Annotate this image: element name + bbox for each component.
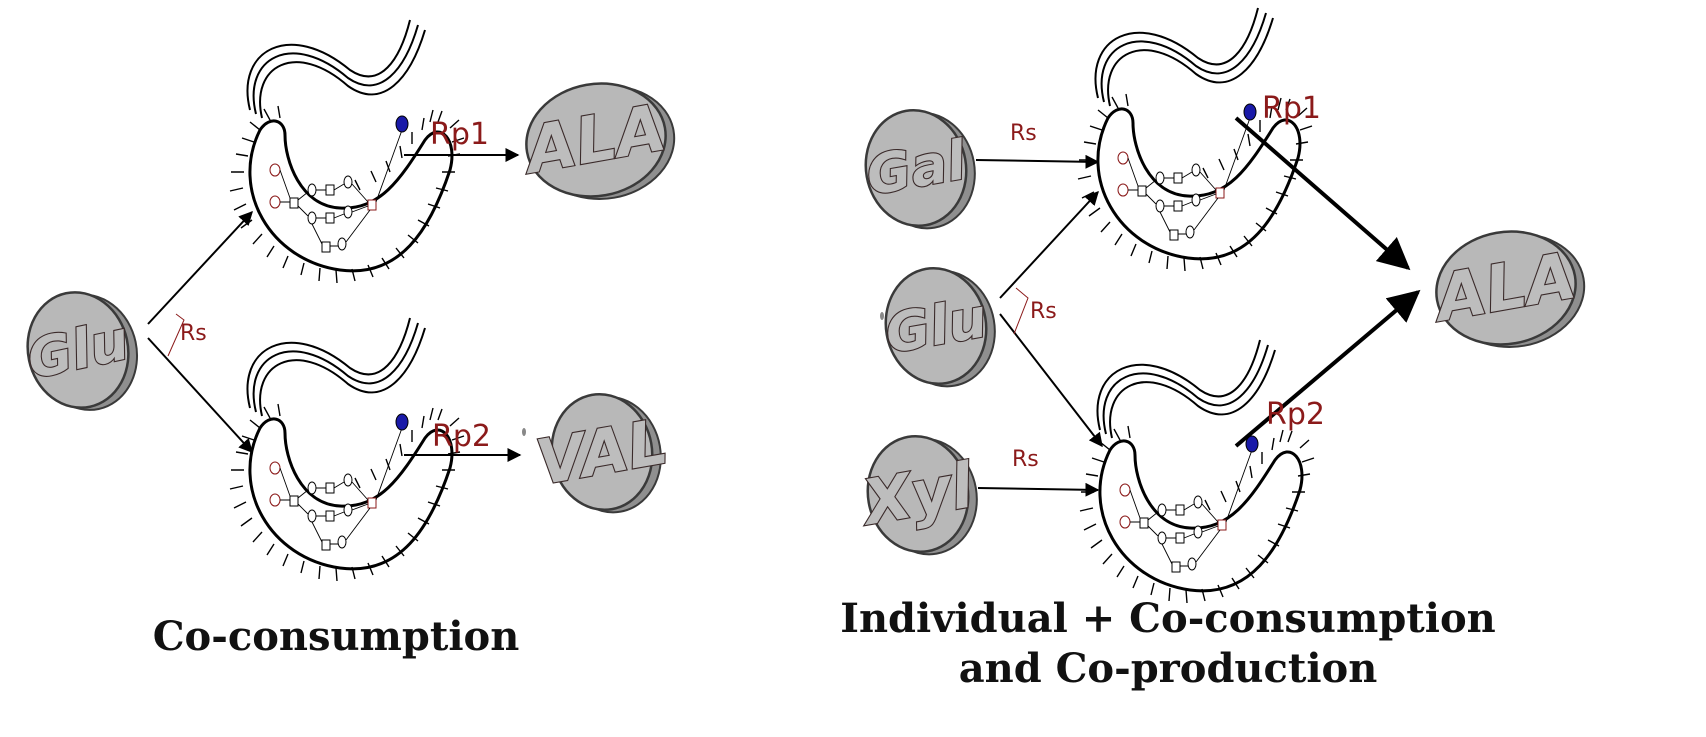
left-panel: Glu ALA VAL Rs Rp1 Rp2 Co-consumption (15, 18, 685, 660)
caption-right-line2: and Co-production (959, 645, 1378, 692)
product-coin-ala-right: ALA (1425, 218, 1595, 361)
stray-dot (522, 428, 526, 436)
rate-rs-glu: Rs (1030, 299, 1057, 324)
rate-rp1-right: Rp1 (1262, 91, 1321, 126)
arrow-xyl-to-cell-bottom (977, 482, 1100, 497)
caption-right-line1: Individual + Co-consumption (840, 595, 1496, 642)
rate-rs-gal: Rs (1010, 121, 1037, 146)
rate-rs-xyl: Rs (1012, 447, 1039, 472)
rs-bracket (167, 313, 185, 357)
substrate-coin-gal: Gal (855, 99, 986, 239)
arrow-glu-to-cell-top (147, 210, 253, 325)
rs-bracket-right (1013, 287, 1029, 335)
product-coin-val: VAL (530, 383, 674, 523)
substrate-coin-glu: Glu (15, 279, 149, 423)
rate-rp2-right: Rp2 (1266, 397, 1325, 432)
arrow-glu-to-cell-bottom (999, 313, 1103, 448)
arrow-gal-to-cell-top (975, 154, 1100, 169)
cell-bottom-left (228, 316, 466, 583)
caption-left: Co-consumption (153, 613, 520, 660)
cell-top-right (1076, 6, 1314, 273)
stray-dot-right (880, 312, 884, 320)
product-coin-ala: ALA (515, 70, 685, 213)
arrow-cell-top-to-ala (1234, 116, 1411, 271)
rate-rp1-left: Rp1 (430, 117, 489, 152)
arrow-cell-bottom-to-ala (1234, 289, 1421, 448)
substrate-coin-xyl: Xyl (853, 425, 988, 565)
cell-bottom-right (1078, 338, 1316, 605)
arrow-glu-to-cell-top (999, 190, 1099, 299)
rate-rp2-left: Rp2 (432, 419, 491, 454)
arrow-glu-to-cell-bottom (147, 337, 253, 454)
cell-top-left (228, 18, 466, 285)
right-panel: Gal Glu Xyl ALA Rs Rs Rs Rp1 Rp2 Indi (840, 6, 1595, 692)
rate-rs-left: Rs (180, 321, 207, 346)
substrate-coin-glu: Glu (875, 257, 1006, 397)
